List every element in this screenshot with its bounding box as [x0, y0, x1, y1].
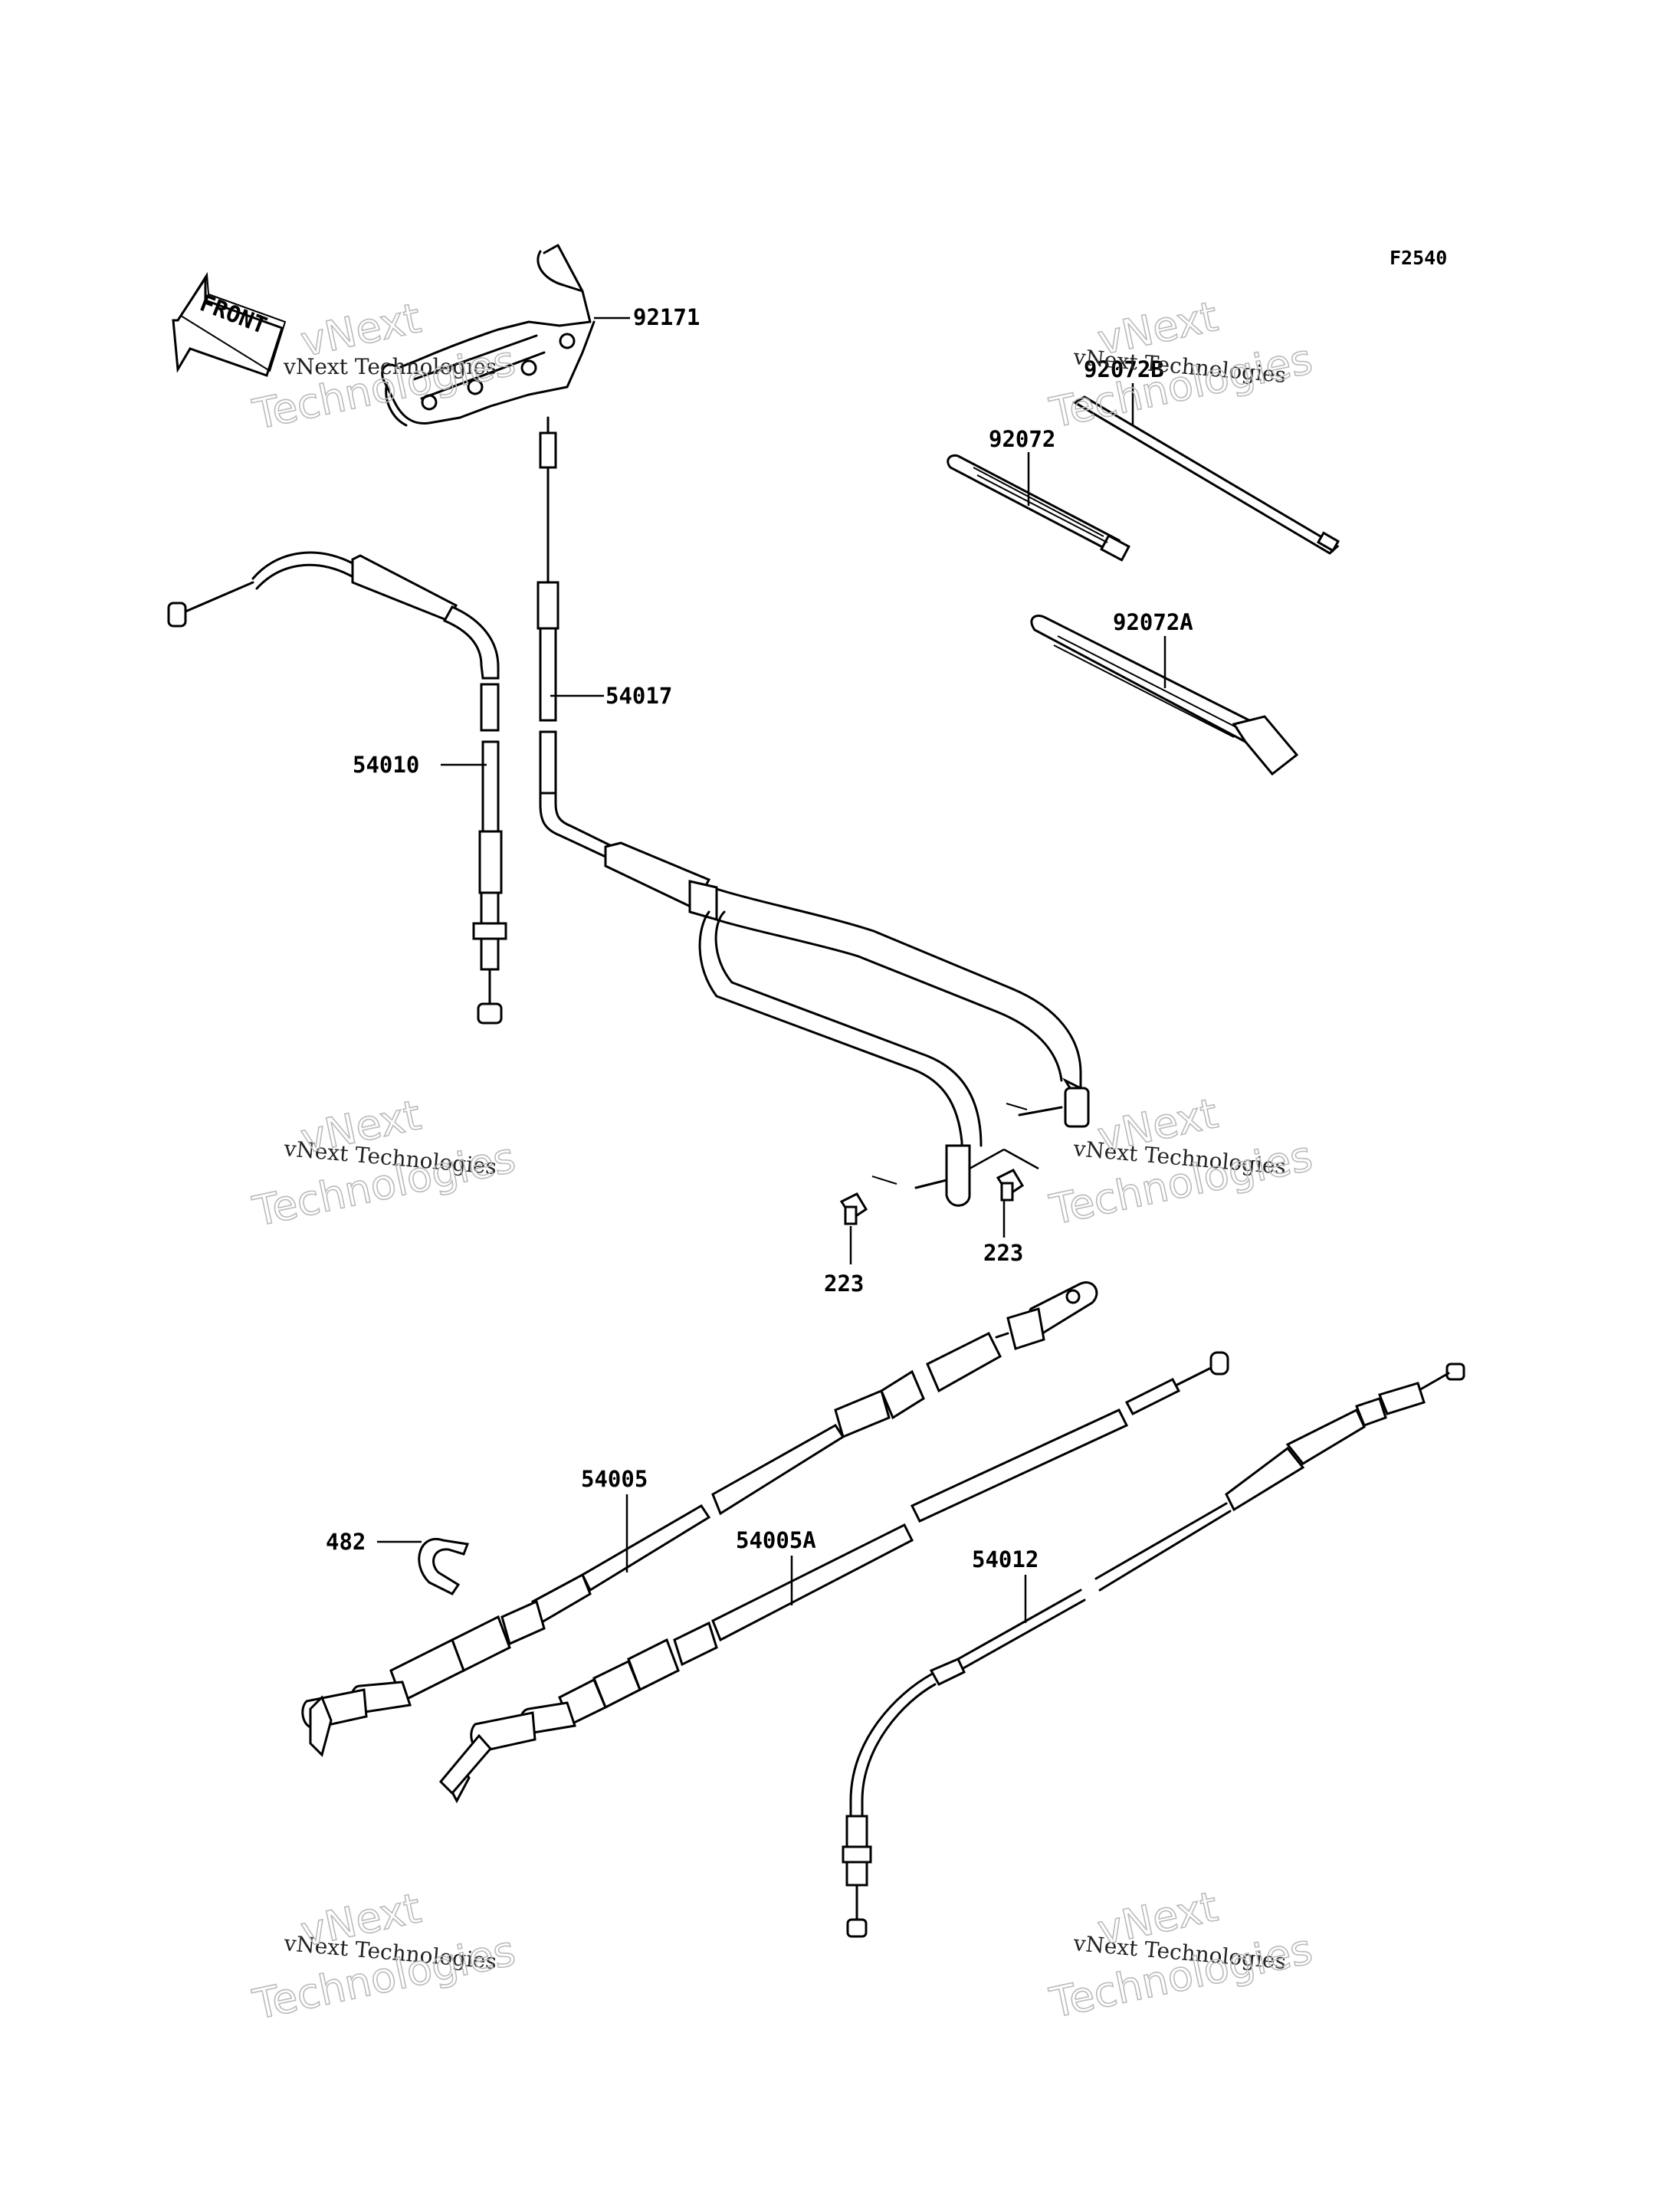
- part-label-92072A: 92072A: [1113, 609, 1193, 635]
- cable-54012: [842, 1362, 1465, 1938]
- part-label-92072B: 92072B: [1084, 356, 1164, 382]
- brake-cable-54005: [301, 1281, 1098, 1757]
- cable-tie-92072B: [1071, 395, 1340, 555]
- part-label-54010: 54010: [353, 752, 419, 778]
- fitting-223-left: [839, 1192, 868, 1225]
- part-label-54017: 54017: [605, 683, 672, 709]
- dual-cable-54017: [536, 416, 1090, 1207]
- circlip-482: [418, 1537, 470, 1595]
- part-label-54005: 54005: [581, 1466, 648, 1492]
- part-label-54005A: 54005A: [736, 1527, 816, 1553]
- cable-tie-92072: [947, 454, 1130, 562]
- fitting-223-right: [996, 1169, 1025, 1202]
- bracket-92171: [381, 244, 596, 427]
- svg-text:Technologies: Technologies: [248, 336, 519, 439]
- brake-cable-54005A: [438, 1351, 1229, 1804]
- figure-code: F2540: [1390, 247, 1447, 269]
- part-label-92171: 92171: [633, 304, 700, 330]
- part-label-482: 482: [326, 1529, 366, 1555]
- cable-tie-92072A: [1030, 615, 1299, 776]
- part-label-54012: 54012: [972, 1546, 1039, 1572]
- part-label-92072: 92072: [989, 426, 1055, 452]
- part-label-223-right: 223: [983, 1240, 1023, 1266]
- part-label-223-left: 223: [824, 1271, 864, 1297]
- throttle-cable-54010: [167, 551, 507, 1025]
- front-arrow-icon: FRONT: [172, 271, 287, 377]
- watermark-text: vNext Technologies: [283, 354, 497, 379]
